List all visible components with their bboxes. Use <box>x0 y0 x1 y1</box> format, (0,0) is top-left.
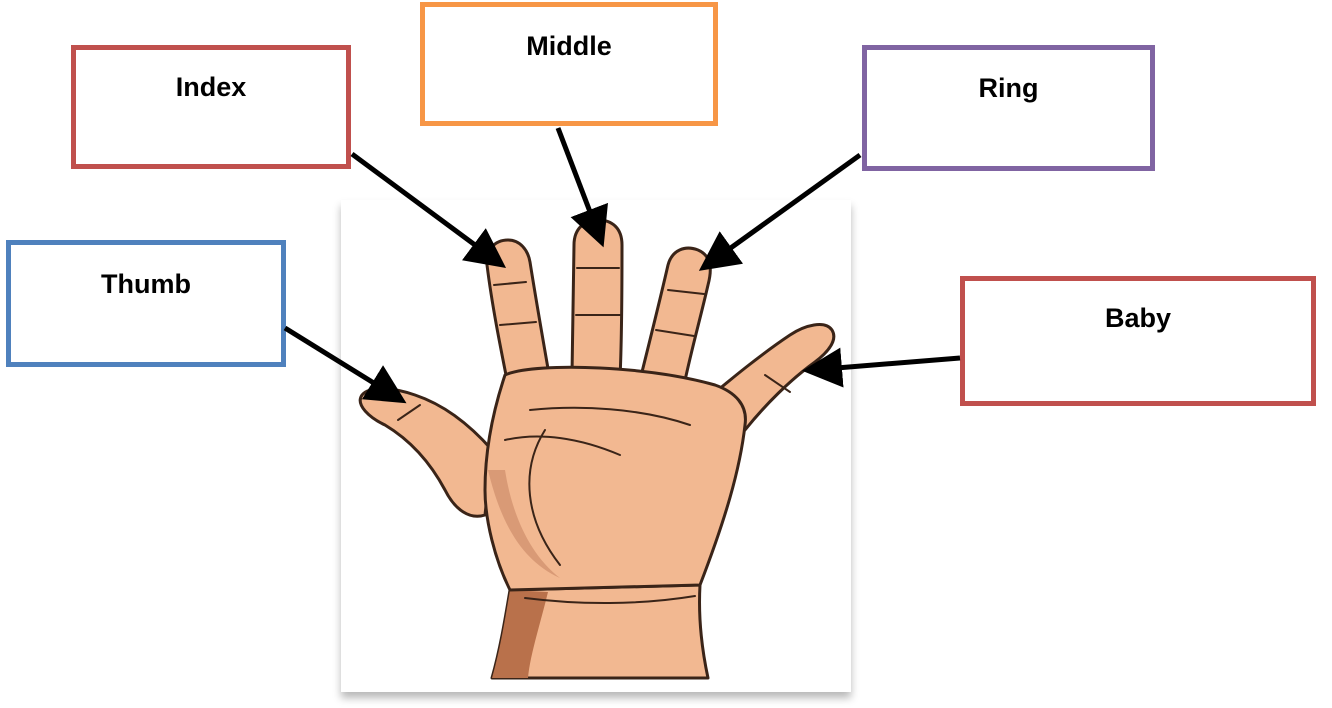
thumb-label: Thumb <box>101 269 191 299</box>
hand-illustration-panel <box>341 200 851 692</box>
thumb-label-box: Thumb <box>6 240 286 367</box>
baby-label: Baby <box>1104 303 1172 333</box>
middle-label: Middle <box>526 31 612 61</box>
index-label-box: Index <box>71 45 351 169</box>
index-label: Index <box>175 72 247 102</box>
ring-label-box: Ring <box>862 45 1155 171</box>
ring-label: Ring <box>978 73 1039 103</box>
baby-label-box: Baby <box>960 276 1316 406</box>
middle-label-box: Middle <box>420 2 718 126</box>
